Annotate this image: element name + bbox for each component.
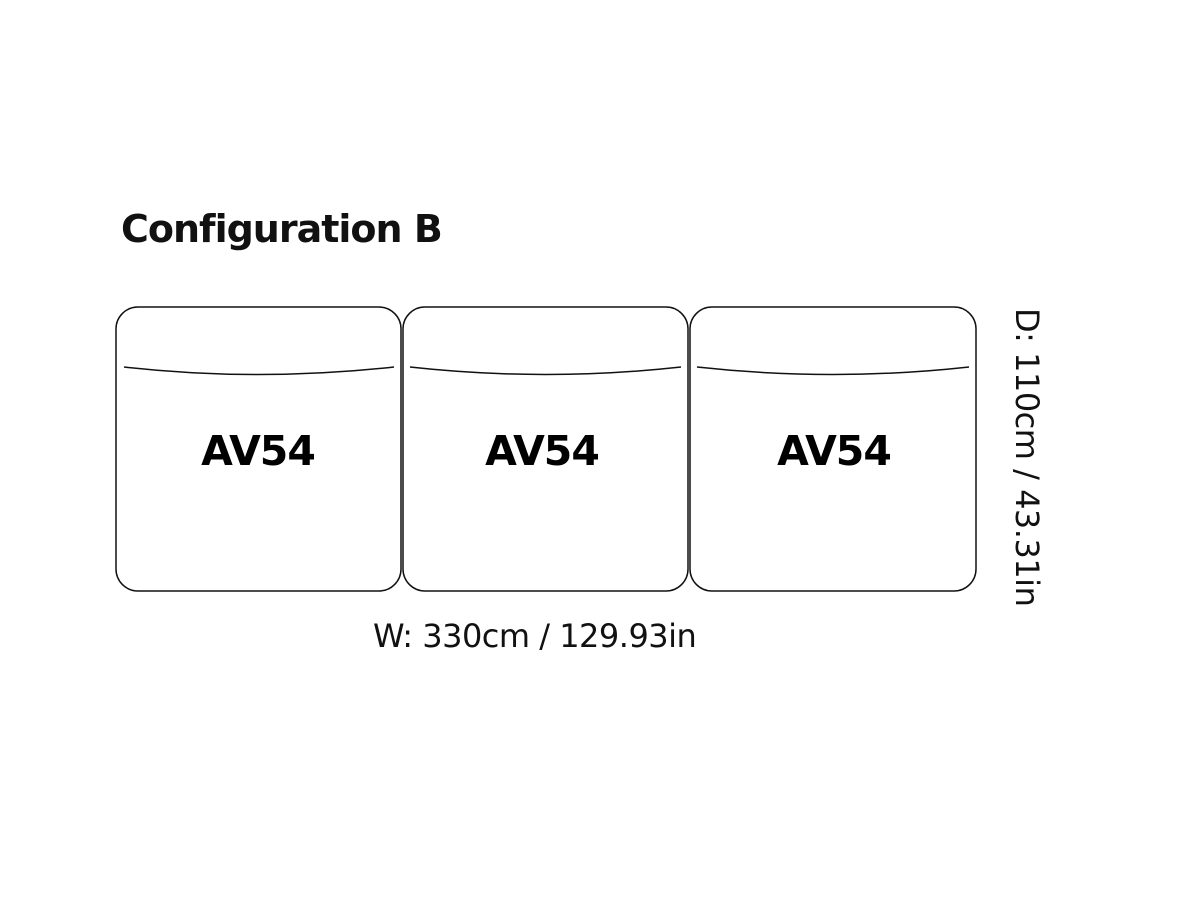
module-3-backrest-line bbox=[696, 366, 970, 376]
module-3-outline bbox=[689, 306, 977, 592]
module-2-outline bbox=[402, 306, 689, 592]
width-dimension-label: W: 330cm / 129.93in bbox=[373, 617, 697, 655]
depth-dimension-label: D: 110cm / 43.31in bbox=[1008, 308, 1046, 607]
module-2: AV54 bbox=[402, 306, 689, 592]
module-2-label: AV54 bbox=[485, 427, 599, 475]
module-3-label: AV54 bbox=[777, 427, 891, 475]
module-1-backrest-line bbox=[123, 366, 395, 376]
module-1: AV54 bbox=[115, 306, 402, 592]
configuration-title: Configuration B bbox=[121, 207, 443, 251]
module-2-backrest-line bbox=[409, 366, 682, 376]
module-3: AV54 bbox=[689, 306, 977, 592]
module-1-outline bbox=[115, 306, 402, 592]
module-1-label: AV54 bbox=[201, 427, 315, 475]
